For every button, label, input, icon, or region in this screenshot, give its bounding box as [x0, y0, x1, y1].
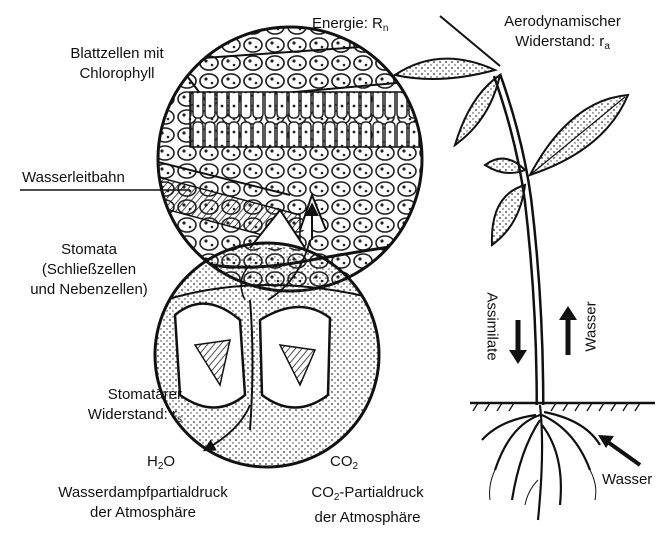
- label-assimilate: Assimilate: [484, 292, 501, 360]
- label-wasser-stem: Wasser: [583, 301, 600, 351]
- label-aerodynamischer-widerstand: Aerodynamischer Widerstand: ra: [485, 12, 640, 57]
- label-h2o: H2O: [147, 452, 175, 477]
- wasser-stem-arrow: [559, 306, 577, 355]
- label-stomata: Stomata (Schließzellen und Nebenzellen): [4, 240, 174, 300]
- label-co2: CO2: [330, 452, 358, 477]
- label-energie: Energie: Rn: [312, 14, 388, 39]
- wasser-root-arrow: [598, 435, 640, 465]
- label-co2-partialdruck: CO2-Partialdruck der Atmosphäre: [285, 483, 450, 528]
- plant-illustration: [395, 59, 655, 520]
- label-wasserleitbahn: Wasserleitbahn: [22, 168, 125, 188]
- label-wasser-root: Wasser: [602, 470, 652, 490]
- label-wasserdampfpartialdruck: Wasserdampfpartialdruck der Atmosphäre: [28, 483, 258, 523]
- label-blattzellen: Blattzellen mit Chlorophyll: [38, 44, 196, 84]
- assimilate-arrow: [509, 320, 527, 364]
- label-stomataerer-widerstand: Stomatärer Widerstand: rs: [10, 385, 182, 430]
